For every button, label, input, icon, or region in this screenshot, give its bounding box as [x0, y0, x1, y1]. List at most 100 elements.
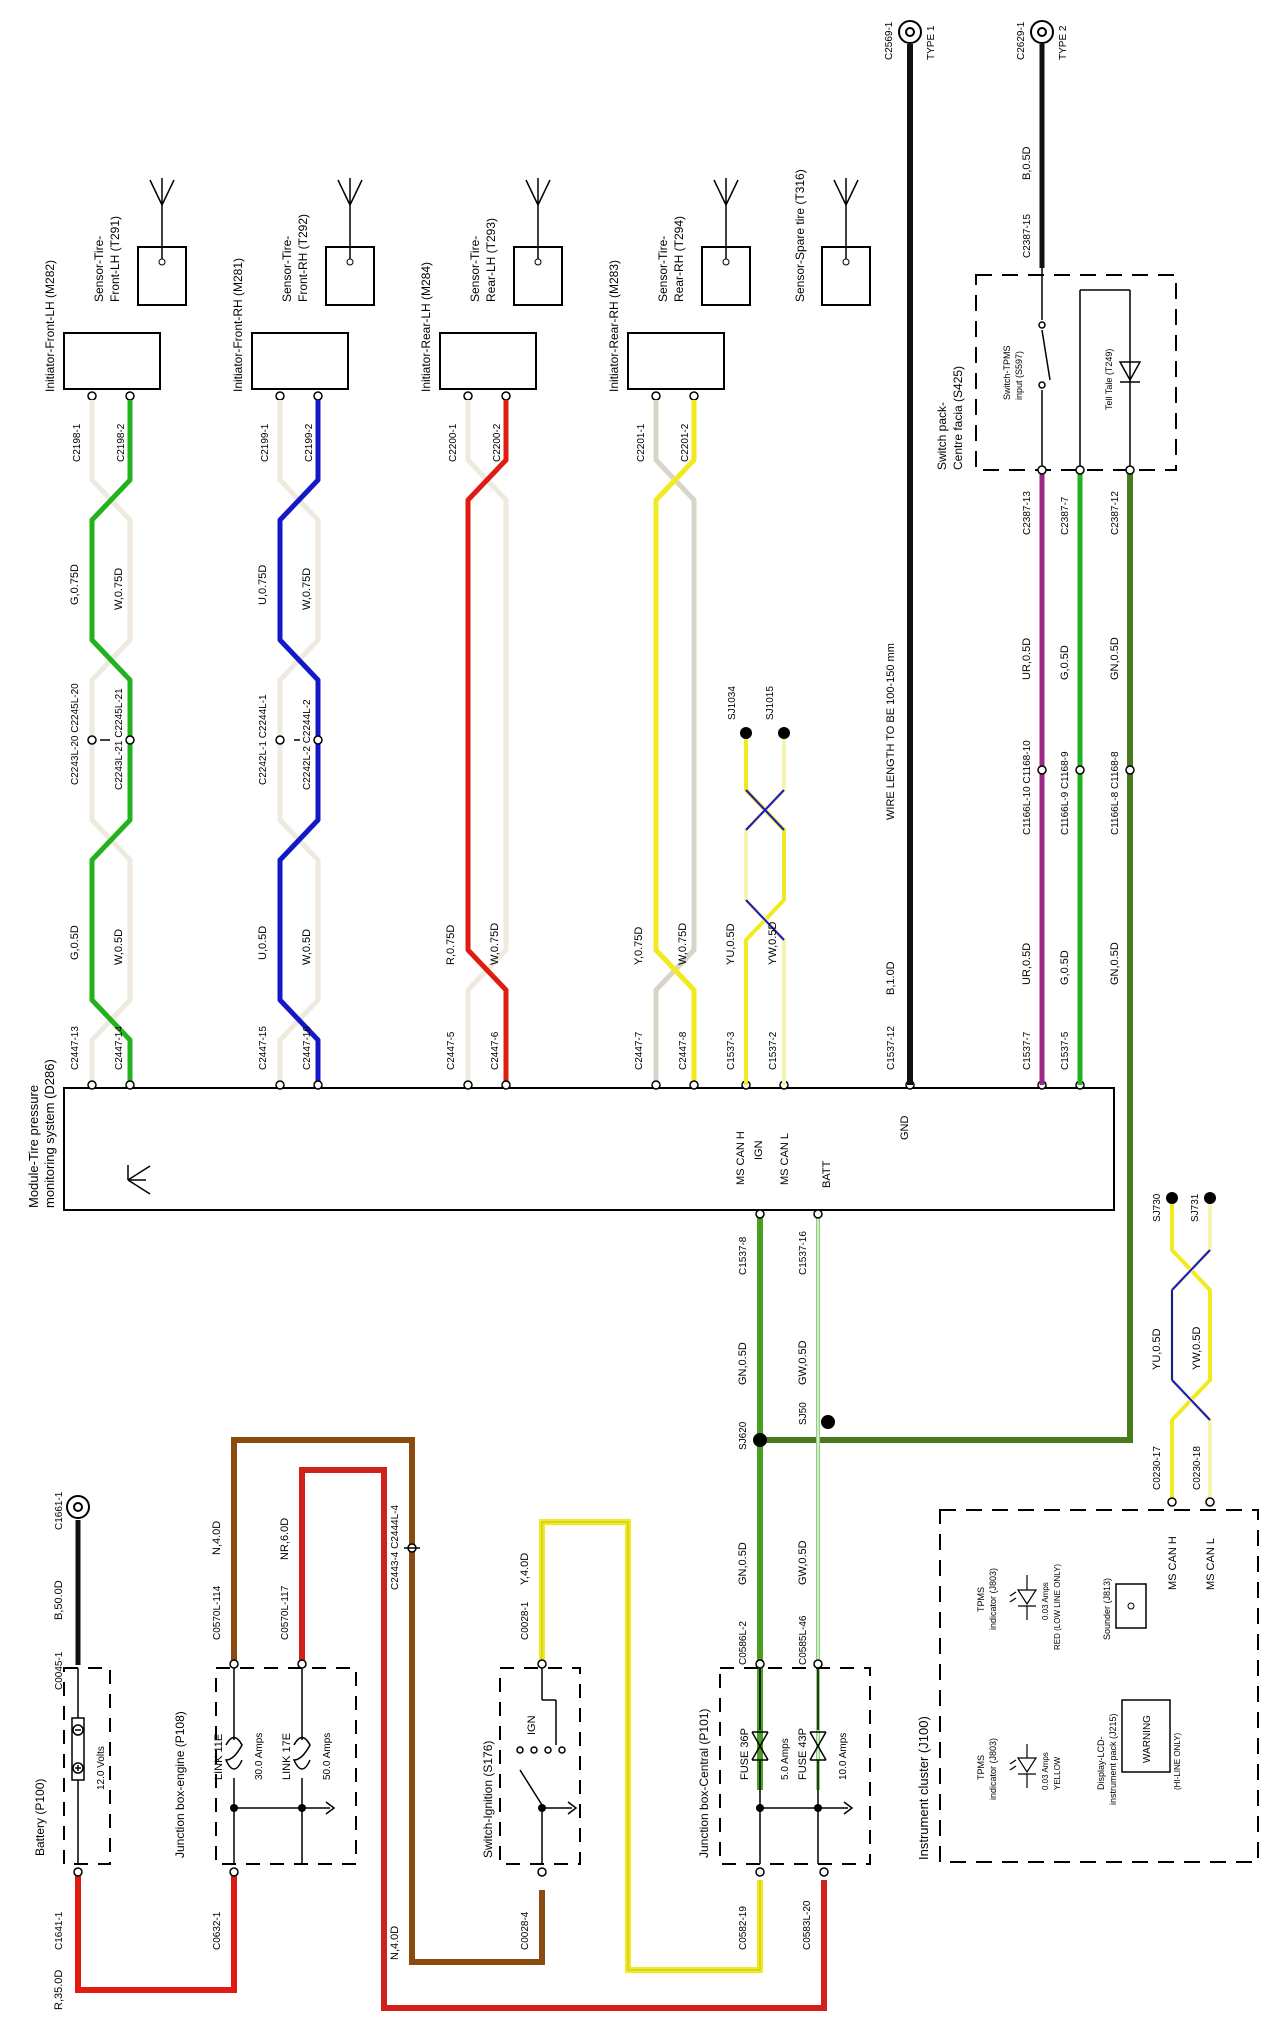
wire-label-w075-a: W,0.75D — [113, 568, 125, 610]
jb-engine-node-1 — [230, 1804, 238, 1812]
conn-mid-rh-1: C2242L-1 C2244L-1 — [258, 694, 269, 785]
conn-c2447-13: C2447-13 — [70, 1026, 81, 1070]
fuse-36p-amps: 5.0 Amps — [780, 1738, 791, 1780]
conn-c0570l-117: C0570L-117 — [280, 1585, 291, 1640]
pin-c0586l-2 — [755, 1659, 765, 1669]
tpms-ind-1-amps: 0.03 Amps — [1041, 1582, 1050, 1620]
conn-c1537-7: C1537-7 — [1022, 1031, 1033, 1070]
ring-terminal-icon — [898, 20, 922, 44]
lower-module-wires — [757, 1214, 820, 1790]
switch-pack-wires — [760, 470, 1133, 1443]
wire-label-gn05-d: GN,0.5D — [737, 1542, 749, 1585]
wire-pair-front-rh — [277, 400, 321, 1085]
conn-c2447-15: C2447-15 — [258, 1026, 269, 1070]
conn-c0570l-114: C0570L-114 — [212, 1585, 223, 1640]
wire-label-gn05-c: GN,0.5D — [737, 1342, 749, 1385]
instrument-cluster-box — [939, 1509, 1259, 1863]
conn-c2387-13: C2387-13 — [1022, 491, 1033, 535]
lcd-warning: WARNING — [1142, 1715, 1153, 1763]
wire-label-gw05-a: GW,0.5D — [797, 1340, 809, 1385]
tpms-ind-2-l1: TPMS — [976, 1755, 986, 1780]
pin-ms-can-l: MS CAN L — [779, 1133, 791, 1185]
jb-central-title: Junction box-Central (P101) — [697, 1709, 711, 1858]
link-17e: LINK 17E — [281, 1733, 293, 1780]
conn-c2198-1: C2198-1 — [72, 423, 83, 462]
wire-label-n4-b: N,4.0D — [389, 1926, 401, 1960]
conn-c1537-12: C1537-12 — [886, 1026, 897, 1070]
splice-sj1034-label: SJ1034 — [727, 686, 738, 720]
tpms-ind-1-l1: TPMS — [976, 1587, 986, 1612]
ignition-ign-label: IGN — [526, 1715, 538, 1735]
conn-c2201-1: C2201-1 — [636, 423, 647, 462]
jb-engine-node-2 — [298, 1804, 306, 1812]
wire-label-b10: B,1.0D — [885, 961, 897, 995]
inline-connector-c2443 — [404, 1543, 420, 1553]
conn-c2447-7: C2447-7 — [634, 1031, 645, 1070]
lcd-l1: Display-LCD- — [1096, 1736, 1106, 1790]
conn-c2443-4: C2443-4 C2444L-4 — [390, 1505, 401, 1590]
pin-c0570l-114 — [229, 1659, 239, 1669]
type-1-label: TYPE 1 — [926, 25, 937, 60]
tell-tale-icon — [1079, 289, 1142, 470]
splice-sj730 — [1166, 1192, 1178, 1204]
wire-label-w05-a: W,0.5D — [113, 929, 125, 965]
splice-sj620 — [753, 1433, 767, 1447]
sensor-front-lh-l2: Front-LH (T291) — [108, 216, 122, 302]
initiator-front-rh: Initiator-Front-RH (M281) C2199-1 C2199-… — [231, 258, 349, 462]
conn-c2629-1: C2629-1 — [1016, 21, 1027, 60]
conn-c0583l-20: C0583L-20 — [802, 1900, 813, 1950]
ignition-node — [538, 1804, 546, 1812]
conn-mid-lh-2: C2243L-21 C2245L-21 — [114, 688, 125, 790]
can-pair-upper — [744, 735, 786, 1085]
tpms-module-box — [63, 1087, 1115, 1211]
wire-pair-rear-rh — [653, 400, 697, 1085]
conn-c2447-14: C2447-14 — [114, 1026, 125, 1070]
conn-c1166l-8: C1166L-8 C1168-8 — [1110, 751, 1121, 835]
tpms-ind-1-l2: indicator (J803) — [988, 1568, 998, 1630]
pin-c0230-17 — [1167, 1497, 1177, 1507]
conn-c1641-1: C1641-1 — [54, 1911, 65, 1950]
fuse-43p: FUSE 43P — [797, 1728, 809, 1780]
conn-mid-rh-2: C2242L-2 C2244L-2 — [302, 699, 313, 790]
link-17e-amps: 50.0 Amps — [322, 1733, 333, 1780]
wire-length-note: WIRE LENGTH TO BE 100-150 mm — [885, 643, 897, 820]
switch-pack-title-1: Switch pack- — [935, 402, 949, 470]
conn-c0230-18: C0230-18 — [1192, 1446, 1203, 1490]
battery-title: Battery (P100) — [33, 1779, 47, 1856]
switch-pack-title-2: Centre facia (S425) — [951, 366, 965, 470]
conn-c2387-7: C2387-7 — [1060, 496, 1071, 535]
wire-label-g05-b: G,0.5D — [1059, 645, 1071, 680]
ignition-switch-icon — [516, 1668, 578, 1864]
conn-c1166l-10: C1166L-10 C1168-10 — [1022, 740, 1033, 835]
sensor-rear-rh-l1: Sensor-Tire- — [656, 236, 670, 302]
pin-ms-can-h: MS CAN H — [735, 1131, 747, 1185]
wire-label-b50: B,50.0D — [53, 1580, 65, 1620]
fuse-link-icon — [224, 1668, 336, 1864]
conn-c1166l-9: C1166L-9 C1168-9 — [1060, 751, 1071, 835]
can-pair-lower — [1170, 1200, 1212, 1500]
wire-label-gw05-b: GW,0.5D — [797, 1540, 809, 1585]
conn-c2447-8: C2447-8 — [678, 1031, 689, 1070]
sounder-label: Sounder (J813) — [1102, 1578, 1112, 1640]
conn-c1537-2: C1537-2 — [768, 1031, 779, 1070]
pin-c1537-16 — [813, 1209, 823, 1219]
wire-label-b05: B,0.5D — [1021, 146, 1033, 180]
switch-pack-pins — [1037, 465, 1135, 775]
tpms-indicator-2-icon — [1009, 1744, 1038, 1788]
conn-c2447-16: C2447-16 — [302, 1026, 313, 1070]
conn-c0028-1: C0028-1 — [520, 1601, 531, 1640]
conn-c2199-2: C2199-2 — [304, 423, 315, 462]
sensor-rear-rh-l2: Rear-RH (T294) — [672, 216, 686, 302]
tell-tale-label: Tell Tale (T249) — [1104, 349, 1114, 410]
wire-label-n4: N,4.0D — [211, 1521, 223, 1555]
wire-label-r35: R,35.0D — [53, 1970, 65, 2010]
sensor-front-lh-l1: Sensor-Tire- — [92, 236, 106, 302]
mid-connectors — [87, 735, 1085, 1090]
conn-c0045-1: C0045-1 — [54, 1651, 65, 1690]
conn-c2199-1: C2199-1 — [260, 423, 271, 462]
switch-tpms-l1: Switch-TPMS — [1002, 345, 1012, 400]
pin-c0582-19 — [755, 1867, 765, 1877]
ignition-switch-box — [499, 1667, 581, 1865]
wire-label-gn05-a: GN,0.5D — [1109, 637, 1121, 680]
initiator-rear-rh-label: Initiator-Rear-RH (M283) — [607, 260, 621, 392]
